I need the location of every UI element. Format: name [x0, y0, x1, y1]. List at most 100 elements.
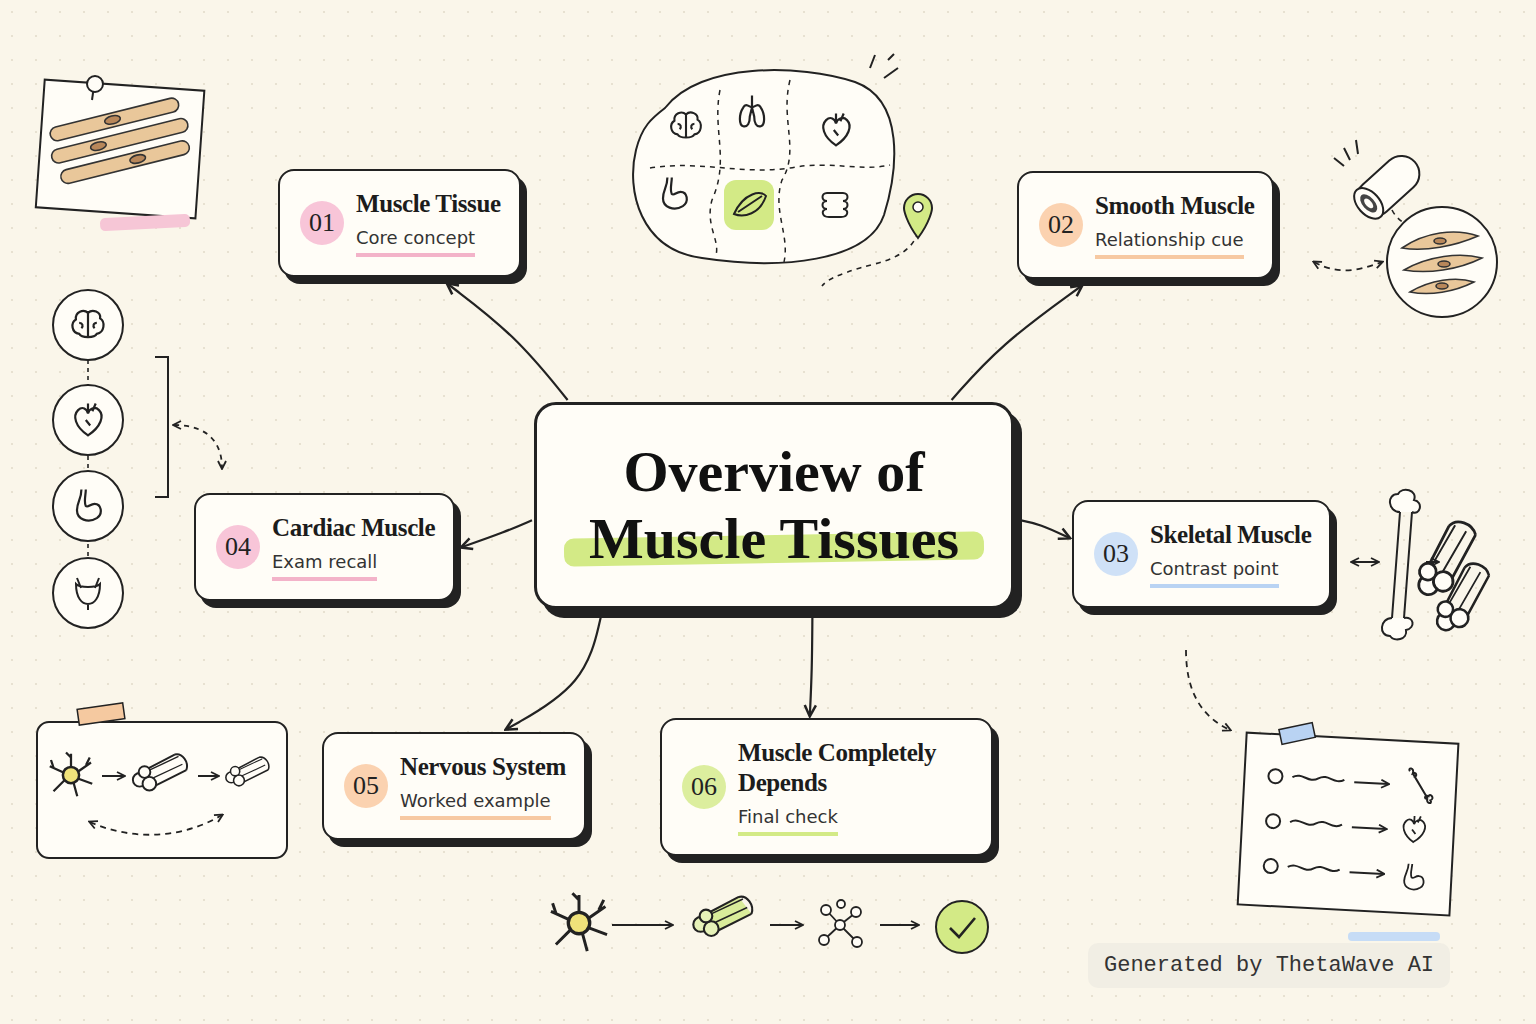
checklist-note-part-part	[1408, 768, 1434, 803]
card-text-column: Muscle Completely DependsFinal check	[738, 738, 973, 836]
final-chain-part-part	[851, 907, 861, 917]
pathway-card-part	[133, 754, 187, 790]
smooth-muscle-tube-part-part	[1438, 261, 1450, 267]
smooth-muscle-tube-part	[1402, 232, 1482, 294]
organ-map-part	[663, 178, 687, 209]
skeletal-illustration-part	[1382, 618, 1413, 640]
smooth-muscle-tube-part-part	[1362, 197, 1374, 210]
checklist-note-part	[1186, 650, 1230, 730]
checklist-note-part-part-part	[1268, 769, 1283, 784]
skeletal-illustration-part	[1419, 558, 1505, 638]
organ-column-part	[53, 558, 123, 628]
final-chain-part-part	[821, 905, 831, 915]
card-subtitle: Relationship cue	[1095, 229, 1244, 259]
organ-map-part	[740, 96, 764, 127]
card-subtitle: Worked example	[400, 790, 551, 820]
final-chain-part	[612, 924, 672, 926]
organ-map-part	[671, 113, 701, 138]
skeletal-illustration	[1352, 490, 1505, 640]
pinned-note-part-part	[129, 153, 146, 165]
organ-column-part	[72, 311, 103, 337]
organ-map-part	[823, 114, 849, 146]
organ-column-part	[76, 578, 100, 610]
card-text-column: Cardiac MuscleExam recall	[272, 513, 435, 581]
smooth-muscle-tube-part-part	[1410, 279, 1474, 293]
checklist-note-part-part-part	[1350, 872, 1384, 874]
connector-arrow	[507, 615, 601, 729]
pinned-note-part-part	[104, 114, 121, 126]
final-chain-part-part	[837, 900, 845, 908]
smooth-muscle-tube-part-part	[1402, 232, 1478, 249]
smooth-muscle-tube	[1314, 140, 1497, 317]
smooth-muscle-tube-part-part	[1348, 183, 1388, 224]
organ-map-part	[734, 193, 766, 215]
topic-card: 02Smooth MuscleRelationship cue	[1017, 171, 1274, 279]
card-subtitle: Core concept	[356, 227, 475, 257]
card-subtitle: Final check	[738, 806, 838, 836]
connector-arrow	[448, 284, 568, 400]
final-chain-part	[819, 900, 862, 947]
pathway-card-part	[198, 775, 218, 777]
organ-column-part	[53, 471, 123, 541]
pinned-note-part-part	[59, 139, 190, 185]
smooth-muscle-tube-part-part	[1434, 238, 1446, 244]
pinned-note-part-part	[90, 140, 107, 152]
skeletal-illustration-part	[1352, 561, 1378, 563]
connector-arrow	[810, 615, 813, 715]
smooth-muscle-tube-part	[1334, 140, 1358, 166]
organ-column-part	[53, 290, 123, 360]
card-subtitle: Contrast point	[1150, 558, 1279, 588]
callout-number: 06	[682, 765, 726, 809]
smooth-muscle-tube-part-part	[1349, 149, 1427, 224]
pink-highlight	[100, 214, 191, 232]
callout-number: 04	[216, 525, 260, 569]
smooth-muscle-tube-part	[1314, 262, 1382, 270]
organ-column-part	[75, 404, 101, 436]
organ-map	[633, 54, 932, 286]
final-chain	[551, 893, 988, 953]
skeletal-illustration-part	[1392, 512, 1412, 618]
watermark: Generated by ThetaWave AI	[1088, 943, 1450, 988]
organ-map-part	[633, 70, 894, 263]
pinned-note-part	[45, 96, 195, 186]
card-text-column: Smooth MuscleRelationship cue	[1095, 191, 1254, 259]
checklist-note-part-part	[1404, 864, 1425, 890]
pathway-card-part	[90, 815, 222, 835]
pinned-note	[36, 80, 205, 219]
central-title: Overview of Muscle Tissues	[559, 439, 989, 572]
card-heading: Muscle Completely Depends	[738, 738, 973, 798]
pin	[87, 76, 103, 100]
card-text-column: Nervous SystemWorked example	[400, 752, 566, 820]
pathway-card-part	[102, 775, 124, 777]
callout-number: 05	[344, 764, 388, 808]
organ-map-part	[822, 232, 918, 286]
final-chain-part	[950, 918, 975, 937]
organ-map-part	[650, 80, 890, 262]
final-chain-part-part	[819, 935, 829, 945]
callout-number: 01	[300, 201, 344, 245]
card-text-column: Muscle TissueCore concept	[356, 189, 501, 257]
final-chain-part	[693, 897, 752, 936]
pin-part	[87, 76, 103, 92]
topic-card: 06 Muscle Completely DependsFinal check	[660, 718, 993, 856]
checklist-note-part-part-part	[1354, 782, 1388, 784]
checklist-note	[1186, 650, 1458, 941]
connector-arrow	[462, 520, 532, 547]
organ-map-part	[724, 180, 774, 230]
connector-arrow	[952, 286, 1082, 400]
card-heading: Cardiac Muscle	[272, 513, 435, 543]
final-chain-part	[936, 901, 988, 953]
checklist-note-part-part-part	[1266, 814, 1281, 829]
checklist-note-part	[1348, 932, 1440, 941]
callout-number: 03	[1094, 532, 1138, 576]
checklist-note-part-part-part	[1290, 820, 1342, 826]
card-heading: Nervous System	[400, 752, 566, 782]
organ-map-part	[870, 54, 898, 78]
organ-column-part	[155, 357, 168, 497]
checklist-note-part	[1238, 733, 1459, 916]
smooth-muscle-tube-part	[1348, 149, 1426, 225]
checklist-note-part-part	[1263, 769, 1388, 879]
card-subtitle: Exam recall	[272, 551, 377, 581]
